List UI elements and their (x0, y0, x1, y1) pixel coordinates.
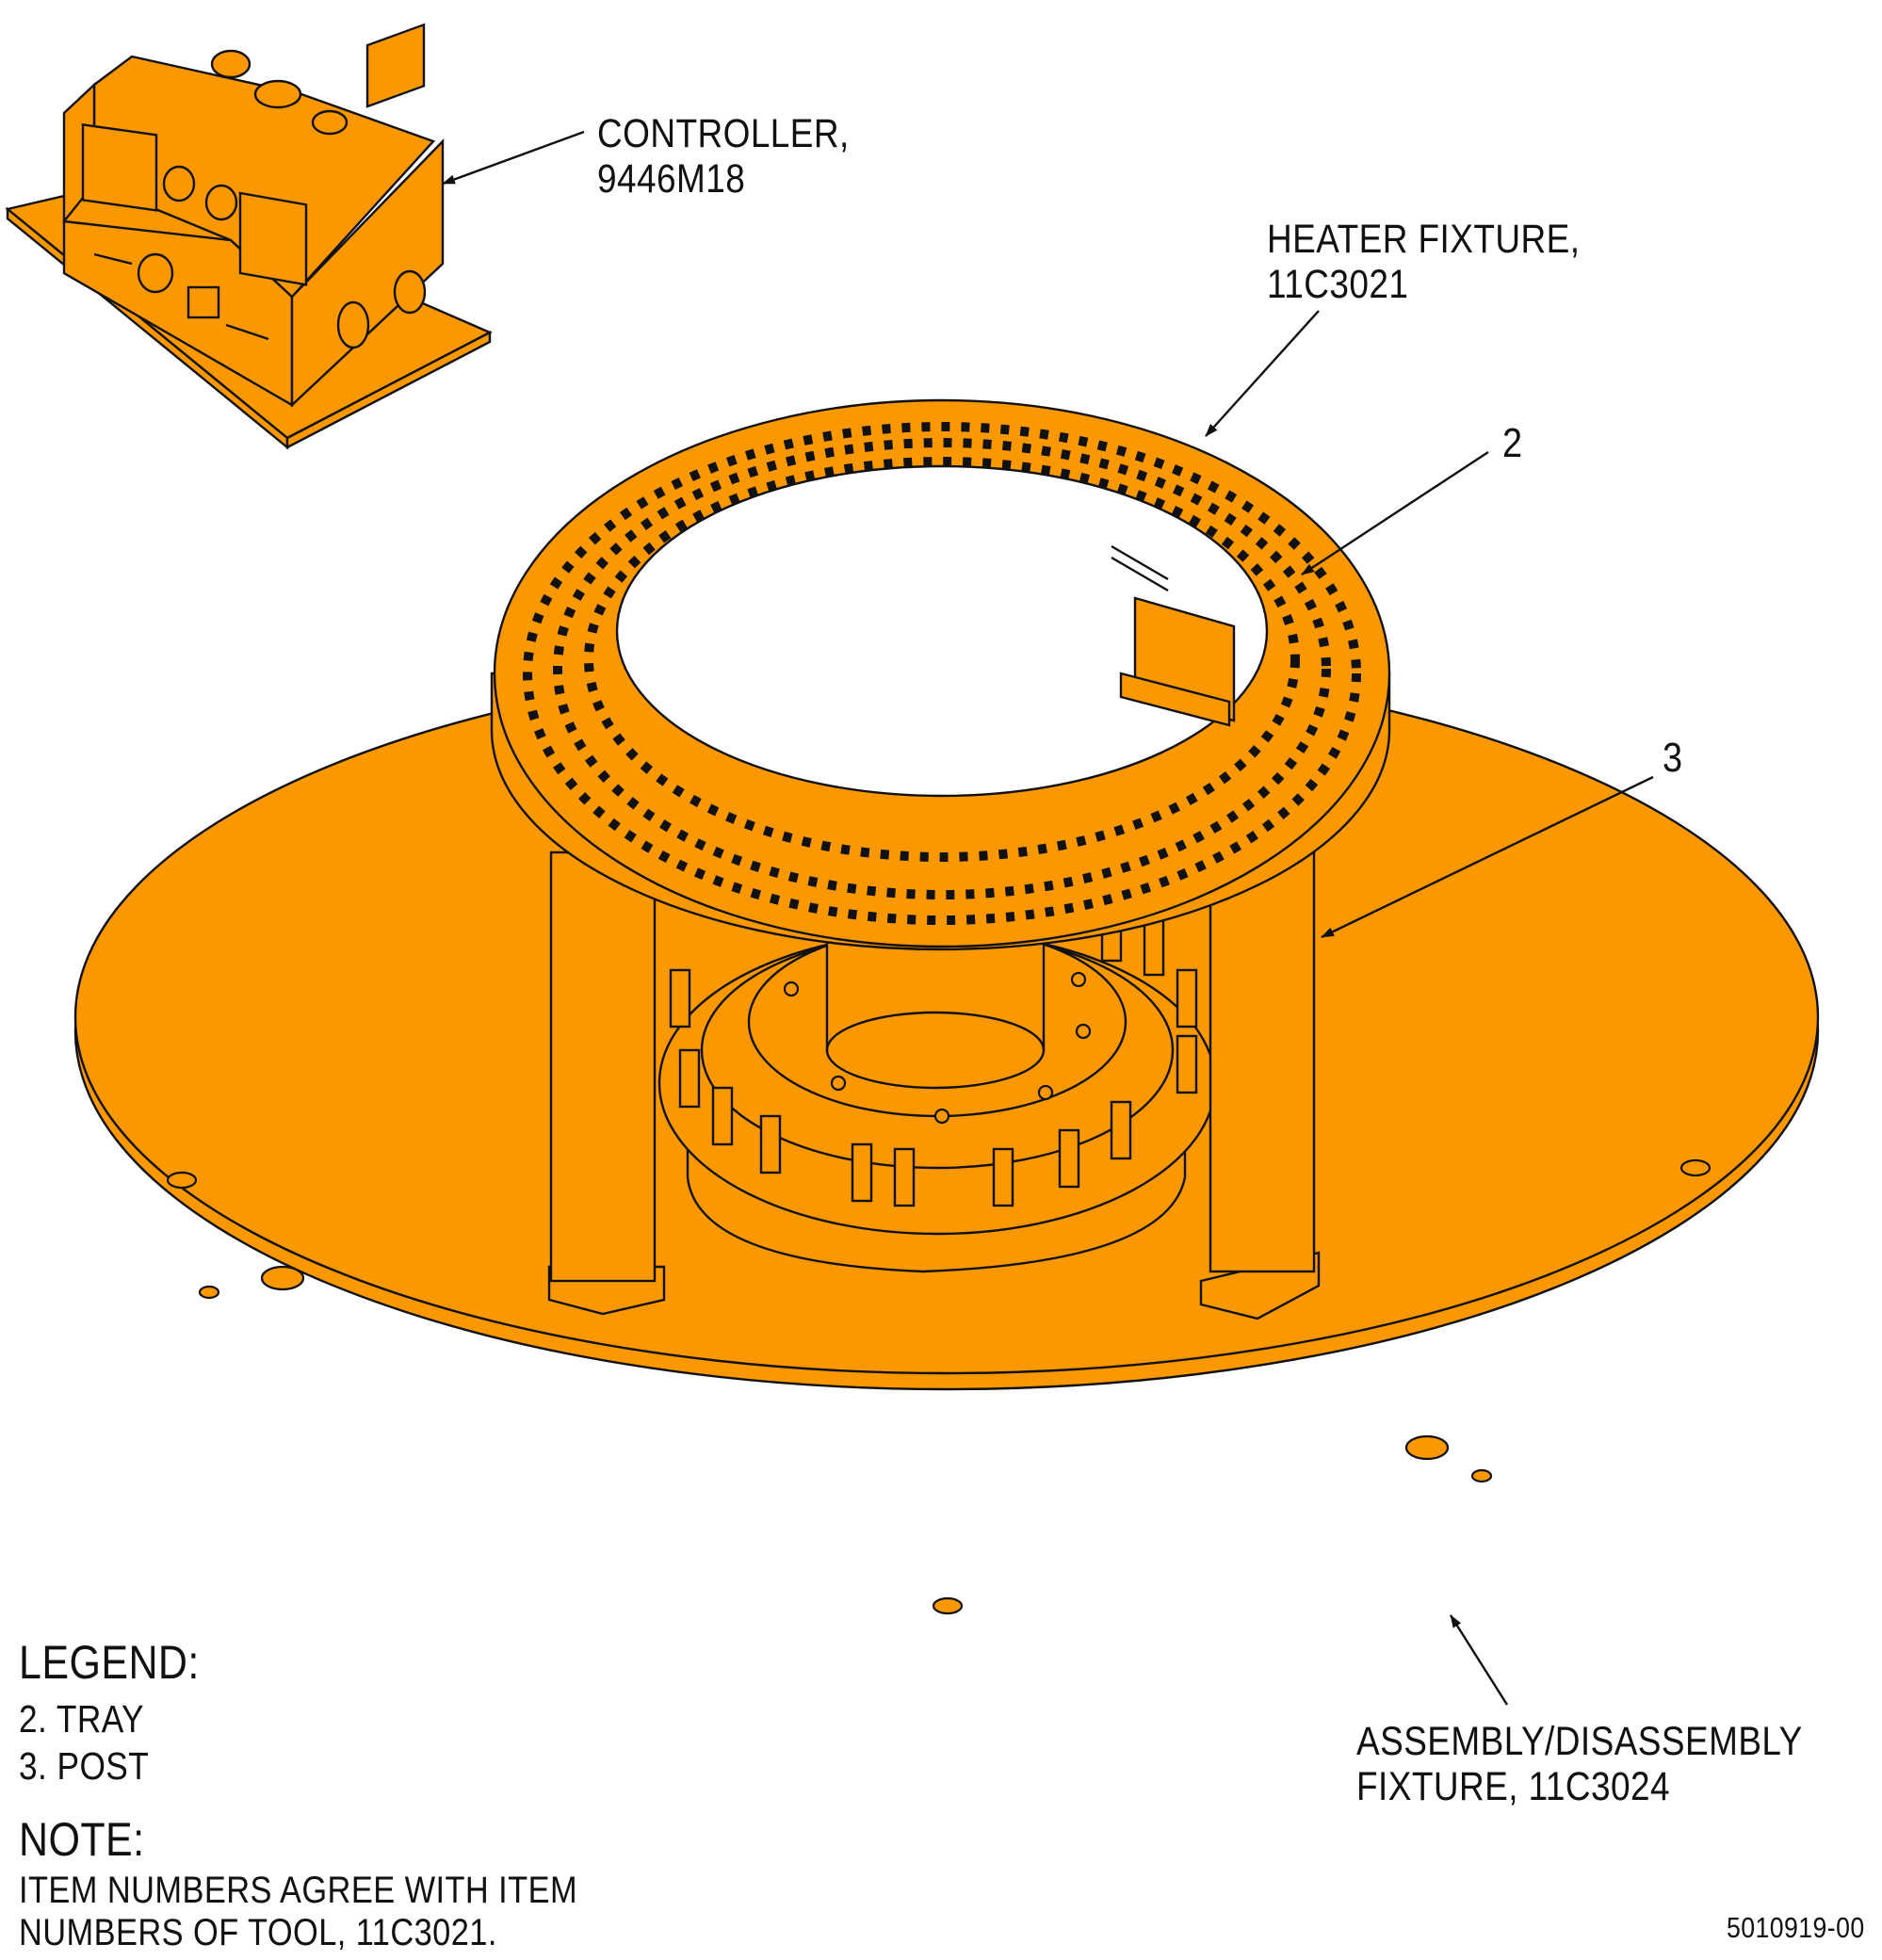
controller-callout: CONTROLLER, 9446M18 (597, 111, 850, 202)
heater-fixture-callout: HEATER FIXTURE, 11C3021 (1267, 217, 1580, 307)
controller-unit (5, 23, 493, 450)
note-line-1: ITEM NUMBERS AGREE WITH ITEM (19, 1870, 578, 1911)
heater-bracket (1111, 544, 1236, 727)
figure-number: 5010919-00 (1727, 1911, 1865, 1944)
heater-fixture-callout-line-1: HEATER FIXTURE, (1267, 217, 1581, 262)
heater-fixture-tray (490, 398, 1391, 951)
legend: LEGEND: 2. TRAY 3. POST (19, 1636, 200, 1789)
heater-fixture-callout-line-2: 11C3021 (1267, 262, 1409, 308)
controller-callout-line-1: CONTROLLER, (597, 111, 850, 156)
legend-item-post: 3. POST (19, 1743, 150, 1788)
leader-lines (442, 130, 1654, 1706)
note-title: NOTE: (19, 1813, 145, 1866)
legend-item-tray: 2. TRAY (19, 1697, 145, 1741)
assembly-fixture-callout-line-1: ASSEMBLY/DISASSEMBLY (1356, 1719, 1803, 1764)
assembly-fixture-callout: ASSEMBLY/DISASSEMBLY FIXTURE, 11C3024 (1356, 1719, 1803, 1809)
legend-title: LEGEND: (19, 1636, 200, 1689)
note-line-2: NUMBERS OF TOOL, 11C3021. (19, 1911, 497, 1953)
item-3-callout: 3 (1663, 735, 1683, 781)
controller-callout-line-2: 9446M18 (597, 156, 746, 202)
assembly-fixture-callout-line-2: FIXTURE, 11C3024 (1356, 1764, 1670, 1810)
item-2-callout: 2 (1502, 420, 1523, 466)
note: NOTE: ITEM NUMBERS AGREE WITH ITEM NUMBE… (19, 1813, 577, 1954)
